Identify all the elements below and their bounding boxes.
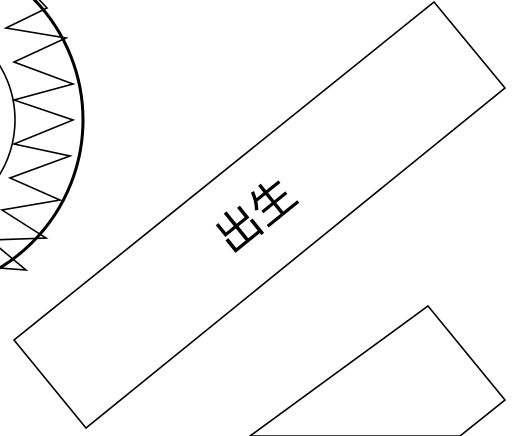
sun-ray-medallion-icon <box>0 0 83 293</box>
medallion-outer-ring <box>0 0 83 293</box>
lower-banner <box>250 306 505 436</box>
lower-banner-rectangle <box>250 306 505 436</box>
medallion-ray-band <box>0 0 73 270</box>
medallion-inner-ring <box>0 15 15 225</box>
